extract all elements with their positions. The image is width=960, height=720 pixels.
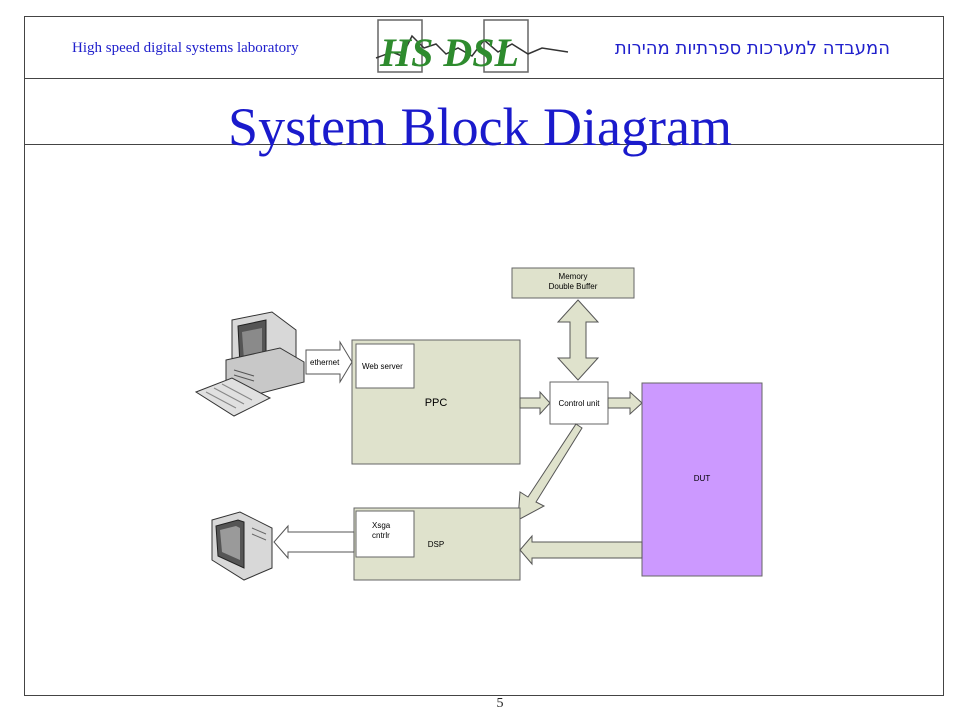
- output-monitor-icon: [211, 511, 273, 581]
- memory-double-buffer-block: Memory Double Buffer: [511, 267, 635, 299]
- ethernet-label: ethernet: [310, 358, 340, 367]
- slide-title: System Block Diagram: [228, 97, 732, 157]
- control-unit-block: Control unit: [549, 381, 609, 425]
- title-divider: [24, 144, 944, 145]
- control-to-dut-arrow: [607, 390, 643, 416]
- lab-name-english: High speed digital systems laboratory: [72, 40, 299, 56]
- header-divider: [24, 78, 944, 79]
- ppc-label: PPC: [425, 397, 448, 409]
- memory-label: Memory: [559, 272, 588, 281]
- control-to-dsp-arrow: [517, 423, 583, 521]
- page-number: 5: [496, 696, 504, 711]
- dut-block: DUT: [641, 382, 763, 577]
- cntrlr-label: cntrlr: [372, 531, 390, 540]
- xsga-controller-block: Xsga cntrlr: [355, 510, 415, 558]
- svg-text:HS DSL: HS DSL: [379, 30, 519, 75]
- computer-workstation-icon: [194, 311, 305, 417]
- control-unit-label: Control unit: [559, 399, 601, 408]
- dut-label: DUT: [694, 474, 711, 483]
- slide-frame: [24, 16, 944, 696]
- ppc-to-control-arrow: [519, 390, 551, 416]
- ethernet-arrow: [305, 340, 353, 384]
- web-server-label: Web server: [362, 362, 403, 371]
- xsga-label: Xsga: [372, 521, 391, 530]
- double-buffer-label: Double Buffer: [549, 282, 598, 291]
- dsp-label: DSP: [428, 540, 444, 549]
- dsp-to-monitor-arrow: [273, 524, 355, 560]
- lab-name-hebrew: המעבדה למערכות ספרתיות מהירות: [614, 38, 890, 59]
- dut-to-dsp-arrow: [519, 534, 643, 566]
- hsdsl-logo: HS DSL: [375, 19, 569, 75]
- web-server-block: Web server: [355, 343, 415, 389]
- memory-control-double-arrow: [556, 299, 600, 381]
